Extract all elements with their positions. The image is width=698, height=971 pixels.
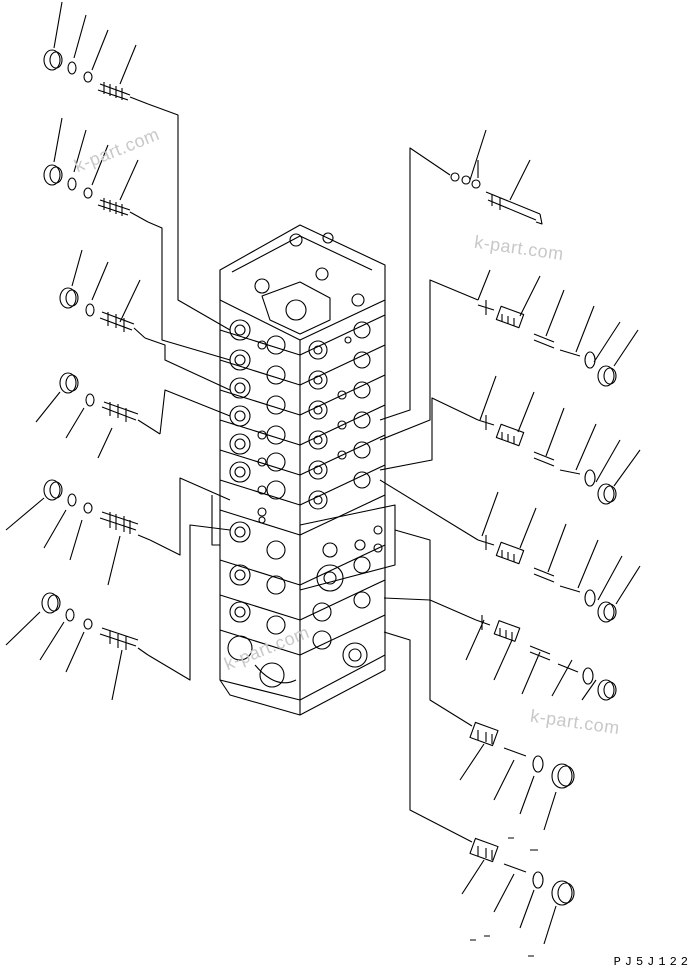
valve-block: [211, 224, 396, 716]
right-part-groups: [379, 129, 641, 957]
left-part-groups: [5, 1, 231, 701]
drawing-code: PJ5J122: [613, 955, 692, 969]
